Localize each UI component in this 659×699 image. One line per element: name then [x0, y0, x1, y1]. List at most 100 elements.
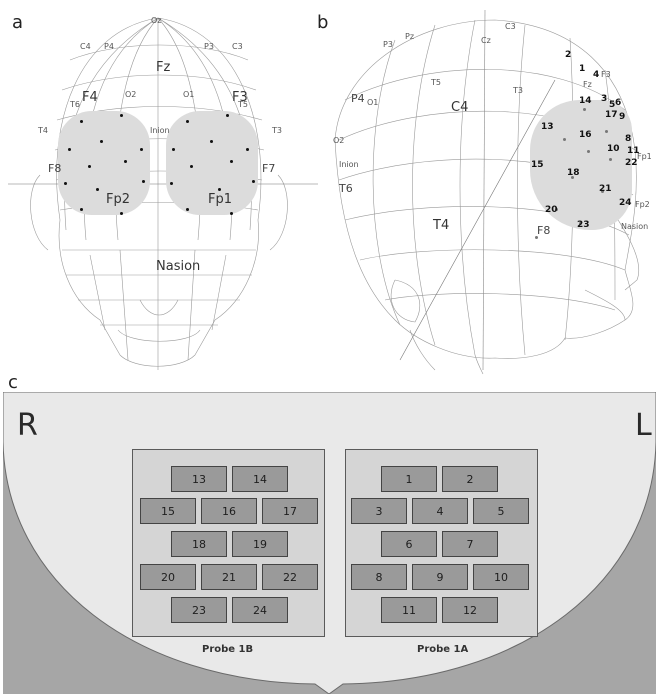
label-o2: O2 — [125, 90, 137, 99]
probe-1b-frame — [132, 449, 325, 637]
side-channel-label: 8 — [625, 134, 632, 144]
side-channel-label: 13 — [541, 122, 554, 132]
right-hemisphere-label: R — [17, 408, 38, 443]
channel-6: 6 — [381, 531, 437, 557]
label-t6-side: T6 — [339, 182, 353, 195]
channel-11: 11 — [381, 597, 437, 623]
side-channel-label: 3 — [601, 94, 608, 104]
label-fp2: Fp2 — [106, 192, 131, 207]
probe-1b-label: Probe 1B — [202, 644, 254, 655]
channel-17: 17 — [262, 498, 318, 524]
label-o1-side: O1 — [367, 98, 379, 107]
channel-19: 19 — [232, 531, 288, 557]
side-channel-label: 21 — [599, 184, 612, 194]
channel-5: 5 — [473, 498, 529, 524]
label-c4: C4 — [80, 42, 91, 51]
label-c3-side: C3 — [505, 22, 516, 31]
label-c4-side: C4 — [451, 100, 469, 115]
panel-b-letter: b — [317, 12, 329, 33]
label-p3-side: P3 — [383, 40, 393, 49]
label-o2-side: O2 — [333, 136, 345, 145]
channel-4: 4 — [412, 498, 468, 524]
label-t4: T4 — [38, 126, 48, 135]
label-f7: F7 — [262, 162, 276, 175]
side-channel-label: 20 — [545, 205, 558, 215]
left-hemisphere-label: L — [635, 408, 652, 443]
label-cz-side: Cz — [481, 36, 491, 45]
label-p4: P4 — [104, 42, 114, 51]
label-f8: F8 — [48, 162, 62, 175]
channel-9: 9 — [412, 564, 468, 590]
channel-16: 16 — [201, 498, 257, 524]
side-channel-label: 4 — [593, 70, 600, 80]
channel-2: 2 — [442, 466, 498, 492]
label-fp1: Fp1 — [208, 192, 233, 207]
side-channel-label: 14 — [579, 96, 592, 106]
label-nasion-side: Nasion — [621, 222, 649, 231]
side-channel-label: 5 — [609, 100, 616, 110]
side-channel-label: 16 — [579, 130, 592, 140]
side-channel-label: 23 — [577, 220, 590, 230]
label-t4-side: T4 — [433, 218, 450, 233]
channel-24: 24 — [232, 597, 288, 623]
label-f3: F3 — [232, 90, 248, 105]
side-channel-label: 11 — [627, 146, 640, 156]
channel-10: 10 — [473, 564, 529, 590]
side-channel-label: 1 — [579, 64, 586, 74]
channel-1: 1 — [381, 466, 437, 492]
label-t3: T3 — [272, 126, 282, 135]
side-channel-label: 10 — [607, 144, 620, 154]
channel-13: 13 — [171, 466, 227, 492]
panel-c: R L 13 14 15 16 17 18 19 20 21 22 23 24 … — [3, 392, 656, 694]
label-f8-side: F8 — [537, 224, 551, 237]
label-o1: O1 — [183, 90, 195, 99]
channel-18: 18 — [171, 531, 227, 557]
panel-a-letter: a — [12, 12, 24, 33]
label-c3: C3 — [232, 42, 243, 51]
label-f3-side: F3 — [601, 70, 611, 79]
channel-22: 22 — [262, 564, 318, 590]
side-channel-label: 17 — [605, 110, 618, 120]
panel-c-letter: c — [8, 372, 18, 393]
probe-pad-right-hemisphere — [58, 111, 150, 215]
label-fp1-side: Fp1 — [637, 152, 652, 161]
channel-7: 7 — [442, 531, 498, 557]
label-t5: T5 — [238, 100, 248, 109]
label-t6: T6 — [70, 100, 80, 109]
probe-1a-frame — [345, 449, 538, 637]
head-mesh-front — [8, 17, 318, 370]
label-inion-side: Inion — [339, 160, 359, 169]
probe-pad-left-hemisphere — [166, 111, 258, 215]
channel-15: 15 — [140, 498, 196, 524]
label-pz-side: Pz — [405, 32, 415, 41]
channel-3: 3 — [351, 498, 407, 524]
side-channel-label: 24 — [619, 198, 632, 208]
label-p4-side: P4 — [351, 92, 365, 105]
probe-1a-label: Probe 1A — [417, 644, 469, 655]
channel-20: 20 — [140, 564, 196, 590]
label-fz: Fz — [156, 60, 171, 75]
label-p3: P3 — [204, 42, 214, 51]
label-fp2-side: Fp2 — [635, 200, 650, 209]
label-t5-side: T5 — [431, 78, 441, 87]
side-channel-label: 22 — [625, 158, 638, 168]
channel-12: 12 — [442, 597, 498, 623]
probe-pad-lateral — [530, 100, 632, 230]
label-oz: Oz — [151, 16, 162, 25]
channel-21: 21 — [201, 564, 257, 590]
label-f4: F4 — [82, 90, 98, 105]
side-channel-label: 18 — [567, 168, 580, 178]
side-channel-label: 2 — [565, 50, 572, 60]
label-inion: Inion — [150, 126, 170, 135]
channel-14: 14 — [232, 466, 288, 492]
channel-8: 8 — [351, 564, 407, 590]
side-channel-label: 15 — [531, 160, 544, 170]
label-fz-side: Fz — [583, 80, 592, 89]
head-outline-top-view — [3, 392, 656, 694]
label-t3-side: T3 — [513, 86, 523, 95]
side-channel-label: 9 — [619, 112, 626, 122]
label-nasion: Nasion — [156, 259, 201, 274]
channel-23: 23 — [171, 597, 227, 623]
panel-a: a — [0, 0, 325, 378]
